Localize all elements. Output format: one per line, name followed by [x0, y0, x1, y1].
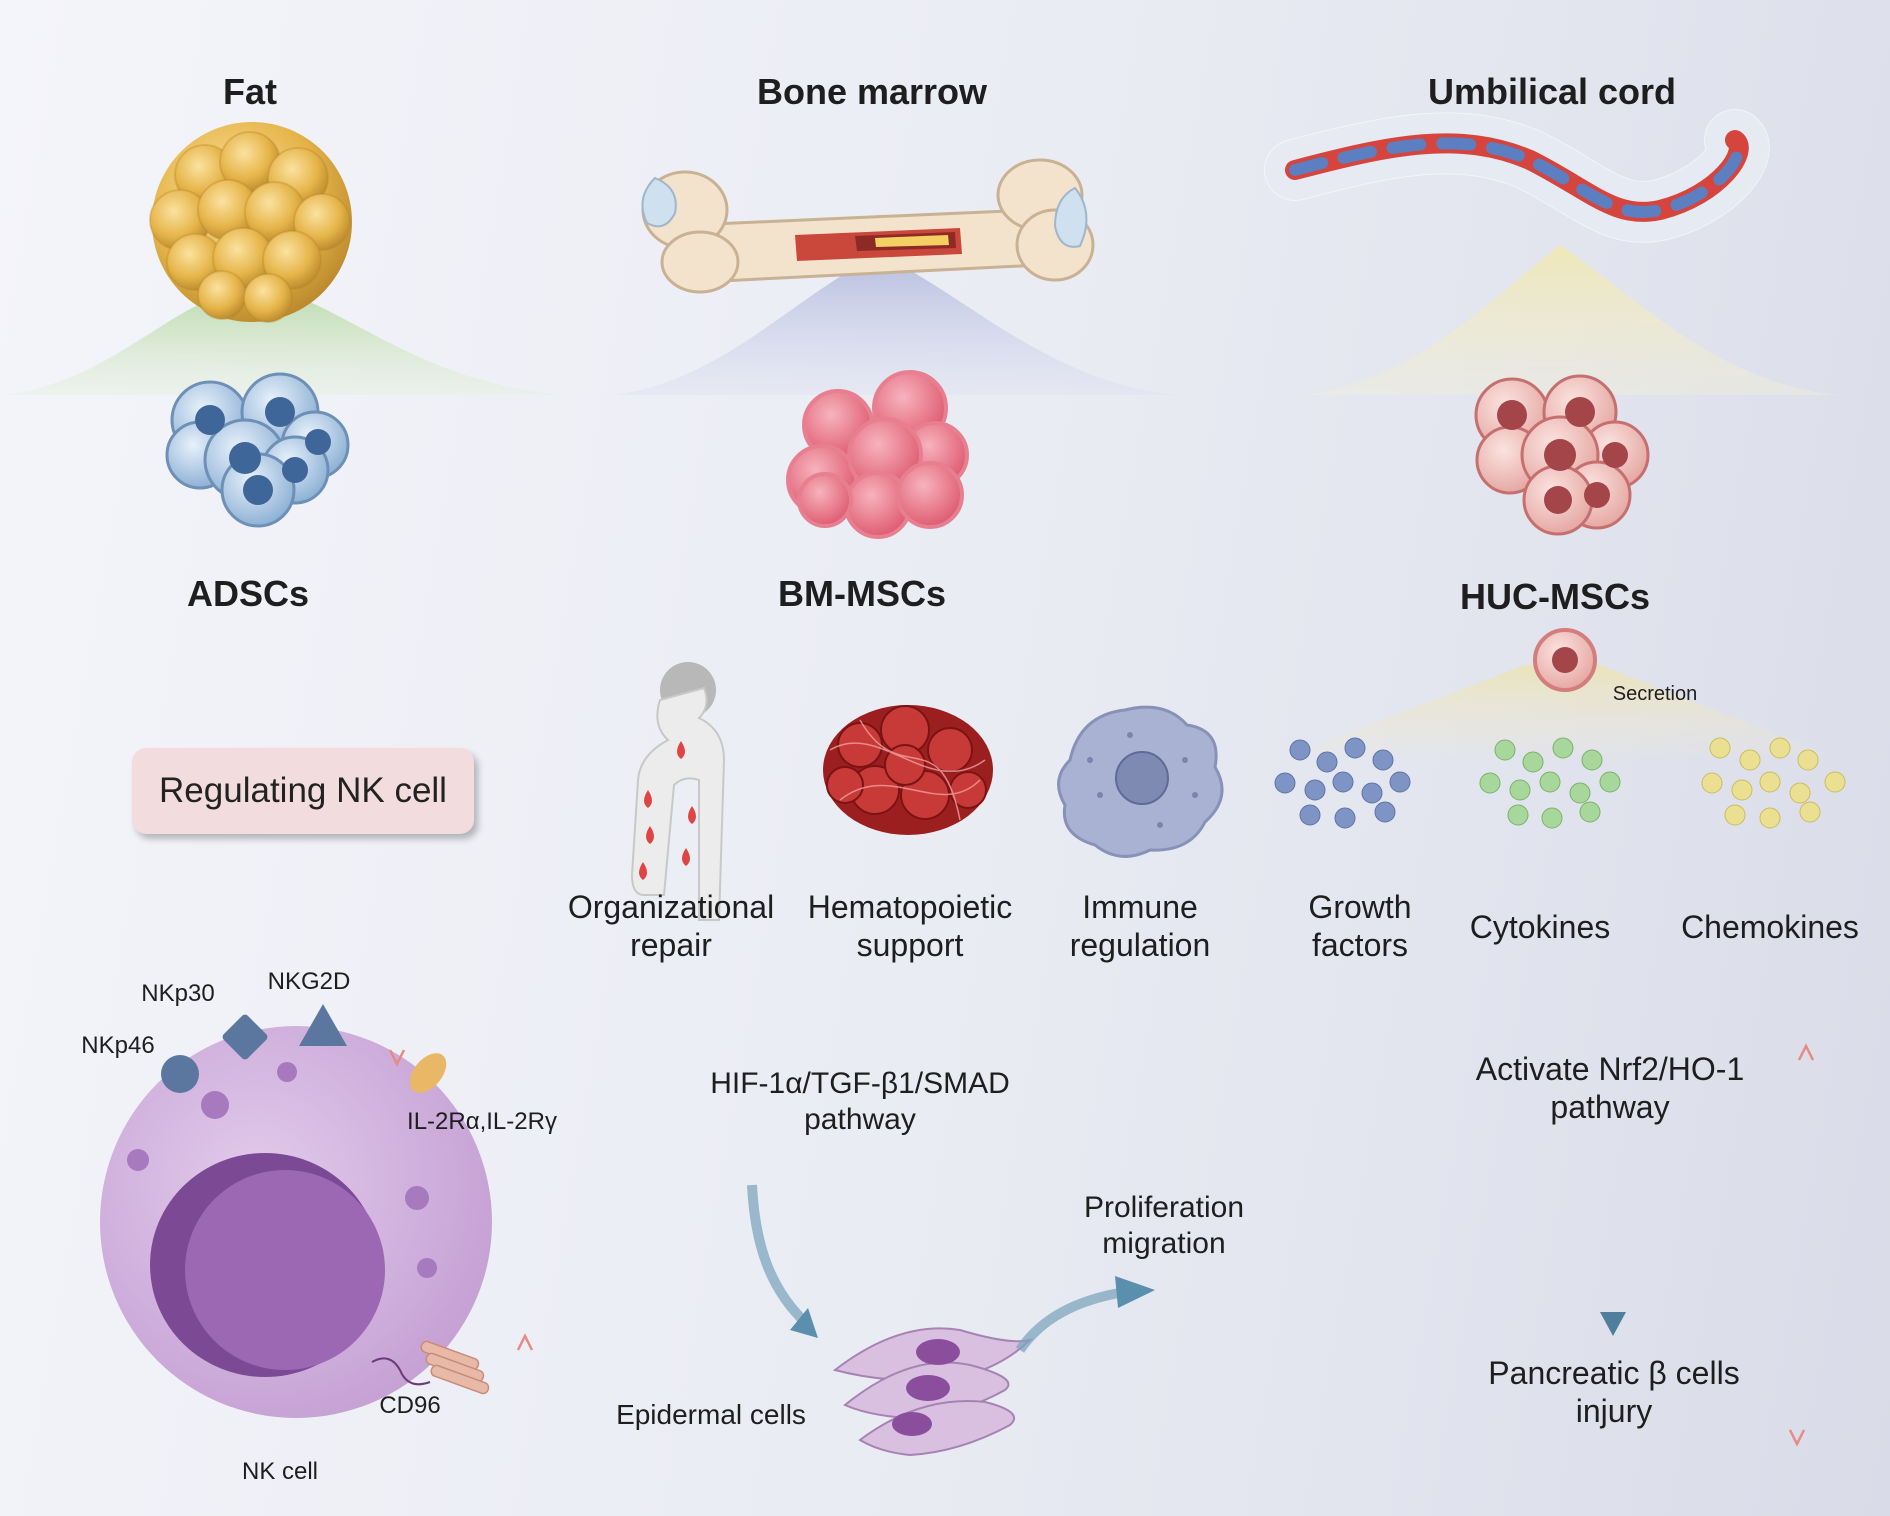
- cytokine-particles: [1479, 737, 1621, 829]
- regulating-nk-cell-badge: Regulating NK cell: [132, 748, 474, 834]
- cytokines-label: Cytokines: [1469, 909, 1611, 945]
- fat-hill: [0, 285, 570, 395]
- bone-icon: [641, 158, 1095, 294]
- nkg2d-label: NKG2D: [267, 968, 351, 995]
- huc-mscs-cluster: [1474, 374, 1650, 536]
- nkp46-label: NKp46: [81, 1032, 155, 1059]
- adscs-label: ADSCs: [186, 573, 310, 614]
- pathway-arrow-in: [747, 1184, 812, 1329]
- fat-icon: [149, 122, 352, 323]
- epidermal-cells-label: Epidermal cells: [616, 1399, 806, 1430]
- adscs-cluster: [165, 372, 350, 528]
- immune-cell-icon: [1057, 705, 1224, 858]
- blood-clot-icon: [823, 705, 993, 835]
- growth-factor-particles: [1274, 737, 1411, 829]
- source-fat-title: Fat: [223, 71, 277, 112]
- secretion-fan: [1290, 665, 1830, 755]
- umbilical-cord-icon: [1264, 109, 1770, 243]
- secretion-label: Secretion: [1612, 683, 1698, 705]
- chemokine-particles: [1701, 737, 1846, 829]
- source-bone-marrow-title: Bone marrow: [756, 71, 988, 112]
- cd96-label: CD96: [379, 1392, 441, 1419]
- bm-mscs-label: BM-MSCs: [778, 573, 946, 614]
- bone-hill: [610, 255, 1180, 395]
- cord-hill: [1300, 245, 1840, 395]
- human-figure-icon: [630, 662, 726, 921]
- source-umbilical-cord-title: Umbilical cord: [1427, 71, 1677, 112]
- nk-receptors: [161, 1004, 490, 1395]
- bm-mscs-cluster: [786, 370, 969, 539]
- chemokines-label: Chemokines: [1681, 909, 1859, 945]
- il2r-label: IL-2Rα,IL-2Rγ: [407, 1108, 557, 1135]
- nkp30-label: NKp30: [141, 980, 215, 1007]
- nk-cell-icon: [100, 1026, 492, 1418]
- huc-mscs-label: HUC-MSCs: [1459, 576, 1650, 617]
- proliferation-arrow: [1015, 1287, 1126, 1353]
- nk-cell-label: NK cell: [241, 1458, 319, 1485]
